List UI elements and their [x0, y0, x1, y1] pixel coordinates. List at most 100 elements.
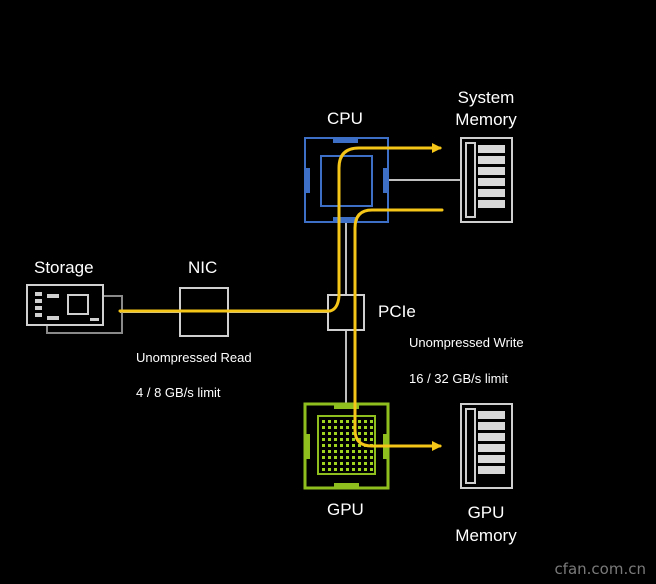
gpu-core-dot — [340, 444, 343, 447]
gpu-core-dot — [334, 420, 337, 423]
gpu-core-dot — [358, 450, 361, 453]
gpu-core-dot — [322, 420, 325, 423]
gpu-core-dot — [346, 456, 349, 459]
gpu-core-dot — [346, 438, 349, 441]
gpu-core-dot — [358, 456, 361, 459]
gpu-core-dot — [340, 438, 343, 441]
gpu-core-dot — [322, 450, 325, 453]
gpu-core-dot — [346, 450, 349, 453]
gpu-core-dot — [334, 450, 337, 453]
system-memory-module-icon — [460, 137, 513, 223]
gpu-core-dot — [322, 438, 325, 441]
gpu-memory-label-line1: GPU — [467, 503, 505, 522]
gpu-core-dot — [346, 420, 349, 423]
gpu-memory-label-line2: Memory — [455, 526, 517, 545]
gpu-core-dot — [364, 420, 367, 423]
write-label: Unompressed Write — [409, 335, 524, 350]
gpu-core-dot — [370, 420, 373, 423]
write-data-path — [353, 208, 444, 451]
read-limit: 4 / 8 GB/s limit — [136, 385, 221, 400]
gpu-core-dot — [370, 462, 373, 465]
gpu-core-dot — [328, 432, 331, 435]
gpu-core-dot — [334, 468, 337, 471]
gpu-core-dot — [352, 432, 355, 435]
nic-label: NIC — [188, 258, 218, 277]
gpu-core-dot — [370, 426, 373, 429]
gpu-core-dot — [364, 450, 367, 453]
gpu-core-dot — [340, 420, 343, 423]
gpu-core-dot — [340, 426, 343, 429]
gpu-core-dot — [352, 468, 355, 471]
gpu-core-dot — [340, 432, 343, 435]
gpu-core-dot — [328, 426, 331, 429]
gpu-core-dot — [358, 468, 361, 471]
gpu-core-dot — [328, 450, 331, 453]
gpu-core-dot — [352, 450, 355, 453]
gpu-core-dot — [352, 462, 355, 465]
gpu-core-dot — [322, 462, 325, 465]
gpu-core-dot — [352, 456, 355, 459]
gpu-core-dot — [358, 438, 361, 441]
gpu-core-dot — [328, 468, 331, 471]
gpu-label: GPU — [327, 500, 364, 519]
gpu-core-dot — [328, 420, 331, 423]
gpu-core-dot — [358, 420, 361, 423]
pcie-label: PCIe — [378, 302, 416, 321]
gpu-core-dot — [358, 426, 361, 429]
gpu-core-dot — [364, 438, 367, 441]
gpu-core-dot — [334, 426, 337, 429]
gpu-core-dot — [370, 468, 373, 471]
gpu-core-dot — [346, 468, 349, 471]
gpu-core-dot — [328, 438, 331, 441]
gpu-core-dot — [328, 462, 331, 465]
gpu-core-dot — [322, 468, 325, 471]
system-memory-label-line1: System — [457, 88, 515, 107]
gpu-core-dot — [364, 426, 367, 429]
gpu-core-dot — [322, 426, 325, 429]
gpu-core-dot — [334, 444, 337, 447]
gpu-core-dot — [334, 432, 337, 435]
storage-drive-icon — [26, 284, 123, 334]
gpu-core-dot — [358, 444, 361, 447]
system-memory-label-line2: Memory — [455, 110, 517, 129]
gpu-core-dot — [346, 462, 349, 465]
read-data-path — [118, 143, 442, 313]
gpu-core-dot — [322, 444, 325, 447]
gpu-core-dot — [364, 456, 367, 459]
gpu-core-dot — [352, 438, 355, 441]
data-paths — [118, 143, 444, 451]
gpu-core-dot — [340, 468, 343, 471]
write-limit: 16 / 32 GB/s limit — [409, 371, 508, 386]
system-memory-label: System Memory — [446, 87, 526, 131]
gpu-core-dot — [358, 432, 361, 435]
gpu-core-dot — [346, 426, 349, 429]
pcie-switch-box — [327, 294, 365, 331]
gpu-core-dot — [370, 432, 373, 435]
storage-label: Storage — [34, 258, 94, 277]
gpu-core-dot — [340, 462, 343, 465]
gpu-core-dot — [334, 456, 337, 459]
gpu-core-dot — [370, 450, 373, 453]
gpu-core-dot — [370, 456, 373, 459]
gpu-core-dot — [364, 462, 367, 465]
gpu-core-dot — [322, 432, 325, 435]
gpu-core-dot — [334, 438, 337, 441]
gpu-core-dot — [328, 444, 331, 447]
gpu-core-dot — [322, 456, 325, 459]
gpu-core-dot — [328, 456, 331, 459]
gpu-core-dot — [340, 450, 343, 453]
gpu-core-dot — [364, 468, 367, 471]
gpu-core-dot — [352, 444, 355, 447]
watermark: cfan.com.cn — [554, 560, 646, 578]
gpu-core-dot — [358, 462, 361, 465]
gpu-core-dot — [334, 462, 337, 465]
cpu-label: CPU — [327, 109, 363, 128]
gpu-core-dot — [346, 444, 349, 447]
gpu-core-dot — [370, 438, 373, 441]
gpu-core-dot — [364, 432, 367, 435]
cpu-chip-icon — [304, 137, 389, 223]
gpu-core-dot — [340, 456, 343, 459]
read-label: Unompressed Read — [136, 350, 252, 365]
gpu-core-dot — [346, 432, 349, 435]
